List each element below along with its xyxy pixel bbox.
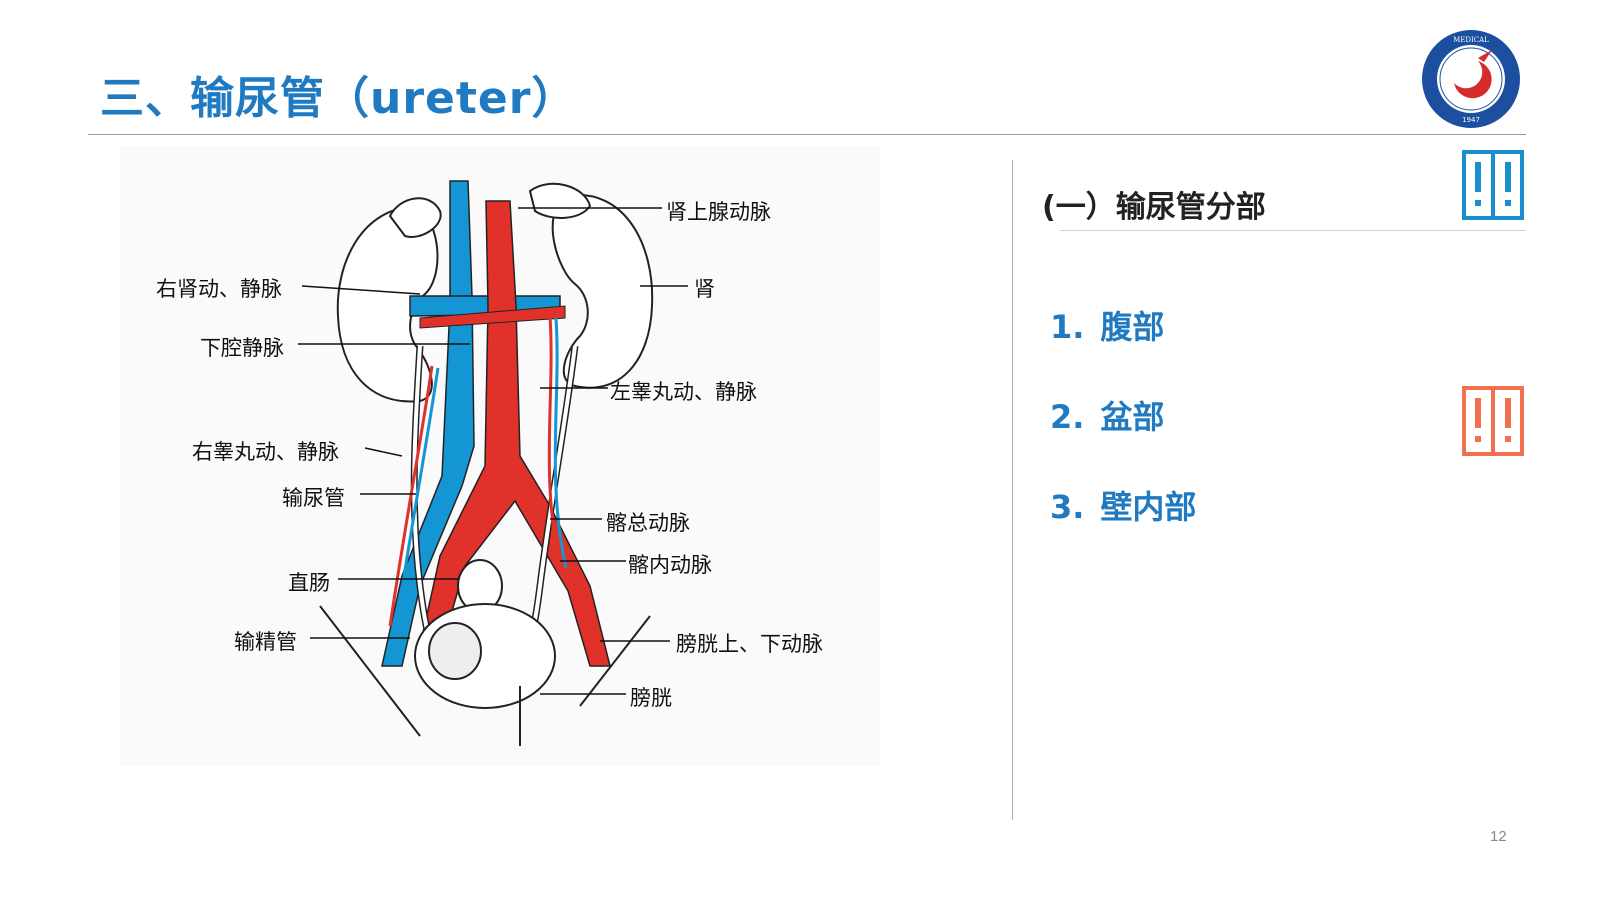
college-logo: MEDICAL 1947 (1420, 28, 1522, 130)
label-vas-deferens: 输精管 (234, 626, 297, 656)
page-number: 12 (1490, 828, 1507, 845)
label-right-testicular: 右睾丸动、静脉 (192, 436, 339, 466)
list-item-number: 3. (1050, 488, 1084, 526)
list-item: 1. 腹部 (1050, 302, 1164, 348)
label-rectum: 直肠 (288, 567, 330, 597)
column-divider (1012, 160, 1013, 820)
slide-title: 三、输尿管（ureter） (100, 62, 576, 126)
label-kidney: 肾 (694, 273, 715, 303)
section-heading: (一）输尿管分部 (1042, 182, 1266, 226)
label-ivc: 下腔静脉 (200, 332, 284, 362)
book-icon-alt (1462, 386, 1524, 456)
svg-text:1947: 1947 (1462, 116, 1480, 124)
label-internal-iliac: 髂内动脉 (628, 549, 712, 579)
title-divider (88, 134, 1526, 135)
list-item-label: 壁内部 (1100, 488, 1196, 526)
svg-text:MEDICAL: MEDICAL (1453, 36, 1489, 44)
left-kidney (553, 195, 653, 388)
list-item-number: 2. (1050, 398, 1084, 436)
label-bladder: 膀胱 (630, 682, 672, 712)
list-item: 3. 壁内部 (1050, 482, 1196, 528)
list-item-label: 腹部 (1100, 308, 1164, 346)
label-adrenal-artery: 肾上腺动脉 (666, 196, 771, 226)
list-item: 2. 盆部 (1050, 392, 1164, 438)
label-vesical-arteries: 膀胱上、下动脉 (676, 628, 823, 658)
label-common-iliac: 髂总动脉 (606, 507, 690, 537)
section-underline (1060, 230, 1526, 231)
list-item-label: 盆部 (1100, 398, 1164, 436)
list-item-number: 1. (1050, 308, 1084, 346)
label-ureter: 输尿管 (282, 482, 345, 512)
book-icon (1462, 150, 1524, 220)
ureter-anatomy-figure: 肾上腺动脉 右肾动、静脉 肾 下腔静脉 左睾丸动、静脉 右睾丸动、静脉 输尿管 … (120, 146, 880, 766)
label-left-testicular: 左睾丸动、静脉 (610, 376, 757, 406)
label-right-renal-vessels: 右肾动、静脉 (156, 273, 282, 303)
